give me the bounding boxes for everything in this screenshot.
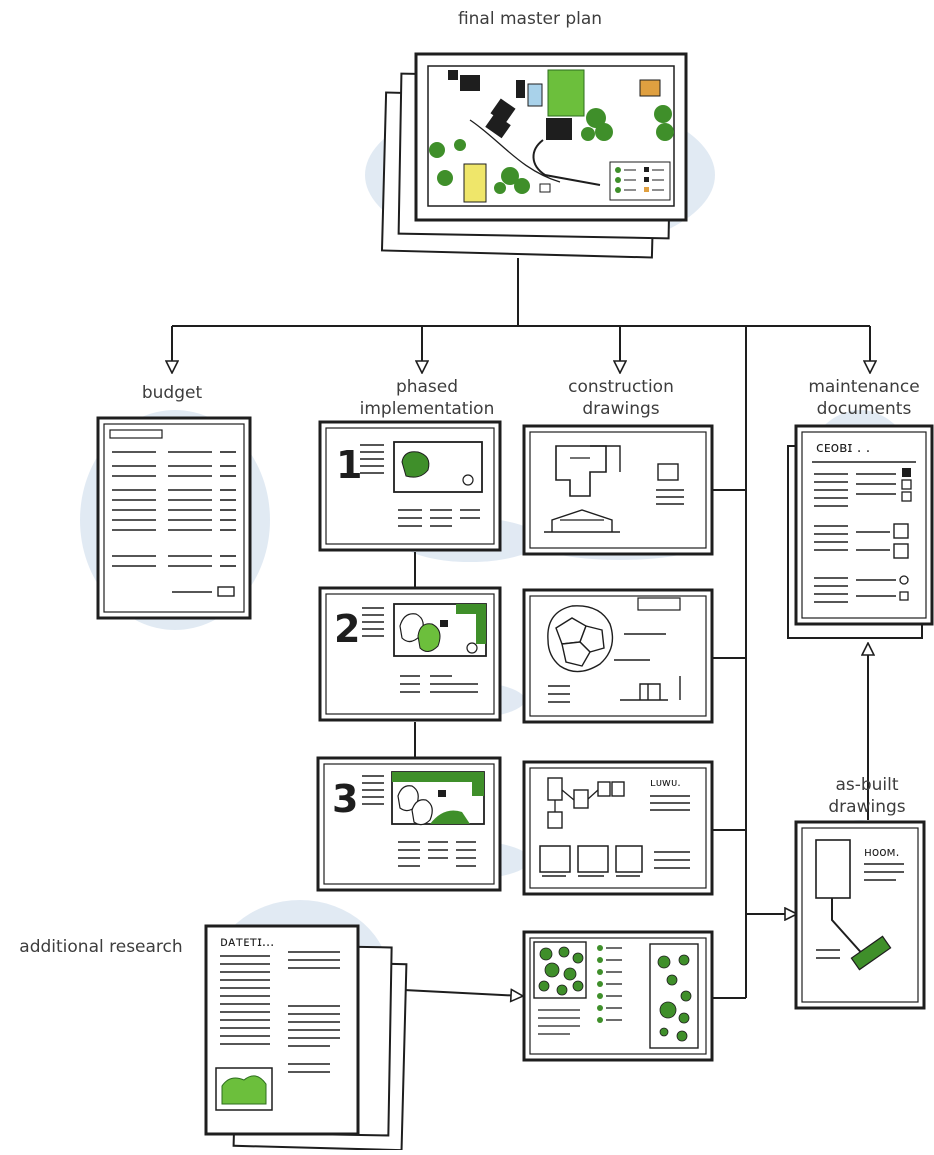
- label-final-master-plan: final master plan: [457, 9, 603, 29]
- master-plan-map: [429, 69, 674, 203]
- label-budget: budget: [141, 383, 203, 403]
- label-phased-implementation: phased implementation: [359, 377, 495, 419]
- construction-sheet-2: [522, 588, 714, 724]
- svg-text:ʜᴏᴏᴍ.: ʜᴏᴏᴍ.: [864, 845, 899, 859]
- phase-1-sheet: 1: [318, 420, 502, 552]
- label-construction-drawings: construction drawings: [568, 377, 674, 419]
- phase-2-sheet: 2: [318, 586, 502, 722]
- construction-sheet-3: ʟᴜᴡᴜ.: [522, 760, 714, 896]
- label-as-built-drawings: as-built drawings: [828, 775, 906, 817]
- phase-1-number: 1: [336, 443, 362, 487]
- svg-text:ʟᴜᴡᴜ.: ʟᴜᴡᴜ.: [650, 776, 681, 789]
- svg-text:ᴄᴇᴏʙɪ . .: ᴄᴇᴏʙɪ . .: [816, 440, 870, 456]
- maintenance-sheets: ᴄᴇᴏʙɪ . .: [787, 424, 934, 639]
- as-built-sheet: ʜᴏᴏᴍ.: [794, 820, 926, 1010]
- connectors: [172, 258, 870, 998]
- construction-sheet-1: [522, 424, 714, 556]
- budget-sheet: [96, 416, 252, 620]
- label-additional-research: additional research: [19, 937, 183, 957]
- phase-3-number: 3: [332, 777, 358, 821]
- phase-3-sheet: 3: [316, 756, 502, 892]
- planting-plan-sheet: [522, 930, 714, 1062]
- label-maintenance-documents: maintenance documents: [808, 377, 920, 419]
- phase-2-number: 2: [334, 607, 360, 651]
- arrow-research-to-planting: [403, 990, 522, 996]
- research-sheets: ᴅᴀᴛᴇᴛɪ...: [204, 924, 408, 1152]
- svg-text:ᴅᴀᴛᴇᴛɪ...: ᴅᴀᴛᴇᴛɪ...: [220, 935, 274, 950]
